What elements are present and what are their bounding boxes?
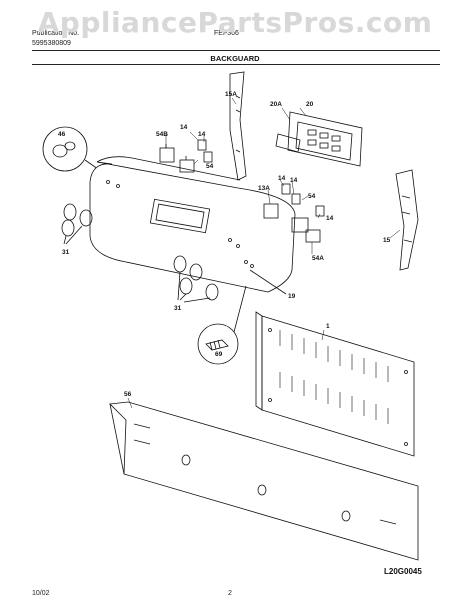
model-number: FEF366 — [214, 30, 239, 37]
callout-14-b: 14 — [198, 131, 206, 138]
bracket-15a — [229, 71, 247, 181]
footer-page-number: 2 — [228, 590, 232, 597]
title-rule — [32, 64, 440, 65]
diagram-code: L20G0045 — [384, 567, 422, 576]
knobs-31-bottom — [173, 255, 219, 303]
callout-1: 1 — [326, 323, 330, 330]
callout-20a: 20A — [270, 101, 282, 108]
rear-panel-1 — [255, 311, 415, 457]
callout-54a: 54A — [312, 255, 324, 262]
knobs-31-left — [61, 203, 93, 245]
publication-label: Publication No. — [32, 30, 80, 37]
callout-20: 20 — [306, 101, 314, 108]
switches-lower-right — [263, 183, 325, 243]
control-panel-19 — [89, 156, 296, 295]
callout-54-a: 54 — [206, 163, 214, 170]
callout-56: 56 — [124, 391, 132, 398]
callout-31-bottom: 31 — [174, 305, 182, 312]
callout-54b: 54B — [156, 131, 168, 138]
bracket-15 — [395, 169, 419, 271]
callout-31-left: 31 — [62, 249, 70, 256]
footer-date: 10/02 — [32, 590, 50, 597]
callout-69: 69 — [215, 351, 223, 358]
callout-13a: 13A — [258, 185, 270, 192]
clock-timer-20 — [275, 111, 363, 167]
header-rule — [32, 50, 440, 51]
callout-14-e: 14 — [326, 215, 334, 222]
section-title: BACKGUARD — [210, 54, 260, 63]
part-69-inset — [197, 285, 247, 365]
leader-lines — [127, 97, 401, 409]
callout-54-b: 54 — [308, 193, 316, 200]
callout-19: 19 — [288, 293, 296, 300]
callout-15: 15 — [383, 237, 391, 244]
callout-15a: 15A — [225, 91, 237, 98]
callout-14-d: 14 — [290, 177, 298, 184]
callout-14-a: 14 — [180, 124, 188, 131]
switches-upper-left — [159, 139, 213, 173]
rear-panel-56 — [109, 401, 419, 561]
publication-number: 5995380809 — [32, 40, 71, 47]
callout-46: 46 — [58, 131, 66, 138]
callout-14-c: 14 — [278, 175, 286, 182]
